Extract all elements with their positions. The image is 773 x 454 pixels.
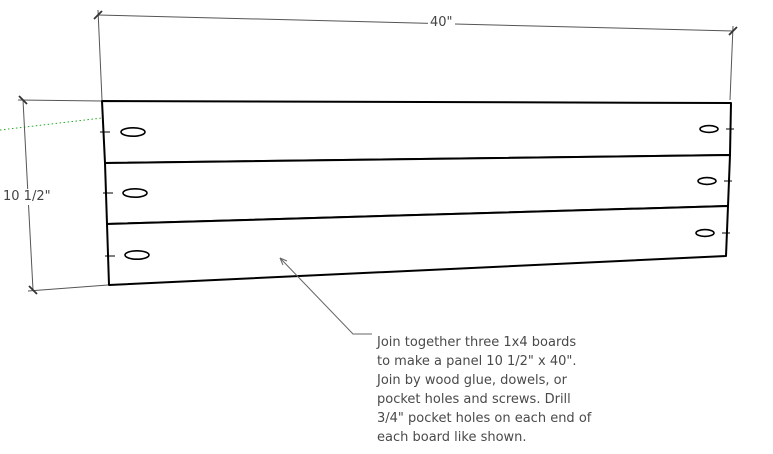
note-line: Join together three 1x4 boards: [377, 335, 577, 350]
note-leader: [279, 257, 372, 335]
note-line: pocket holes and screws. Drill: [377, 392, 571, 407]
note-line: 3/4" pocket holes on each end of: [377, 411, 592, 426]
width-dimension: [93, 9, 738, 101]
instruction-note: Join together three 1x4 boards to make a…: [377, 333, 637, 447]
pocket-holes-right: [695, 124, 719, 238]
pocket-hole: [699, 124, 719, 134]
pocket-hole: [122, 188, 148, 199]
note-line: to make a panel 10 1/2" x 40".: [377, 354, 577, 369]
pocket-hole: [120, 127, 146, 138]
width-dimension-label: 40": [428, 15, 455, 31]
board-bottom: [106, 205, 729, 286]
pocket-hole: [697, 176, 717, 186]
screw-marks-right: [722, 128, 734, 234]
screw-marks-left: [100, 131, 115, 257]
pocket-hole: [124, 250, 150, 261]
panel-boards: [101, 100, 732, 286]
note-line: each board like shown.: [377, 430, 527, 445]
note-line: Join by wood glue, dowels, or: [377, 373, 567, 388]
pocket-holes-left: [120, 127, 150, 261]
pocket-hole: [695, 228, 715, 238]
axis-guide-line: [0, 117, 103, 131]
board-top: [101, 100, 732, 164]
height-dimension-label: 10 1/2": [3, 189, 51, 205]
